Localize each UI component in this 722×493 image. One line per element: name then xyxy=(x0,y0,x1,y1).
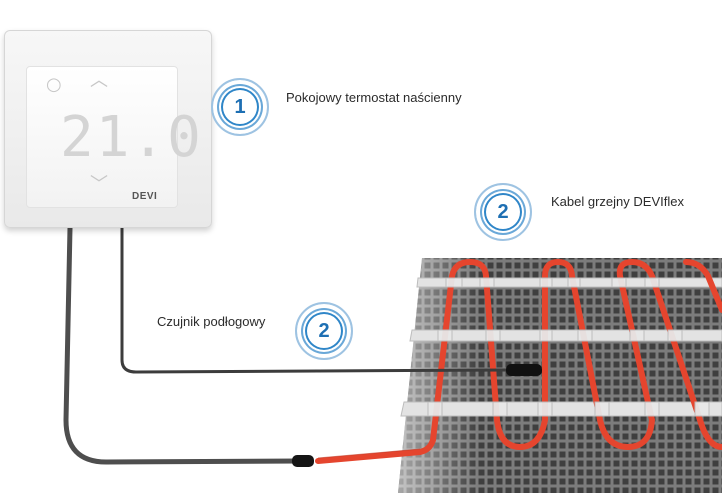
callout-badge-heating-cable: 2 xyxy=(474,183,532,241)
power-icon: ○ xyxy=(46,74,62,95)
heating-cable xyxy=(315,258,722,464)
floor-sensor-label: Czujnik podłogowy xyxy=(157,314,266,329)
floor-sensor xyxy=(506,364,542,376)
thermostat-label: Pokojowy termostat naścienny xyxy=(286,90,462,105)
sensor-wire xyxy=(120,226,510,374)
brand-logo: DEVI xyxy=(132,191,158,202)
chevron-down-icon: ﹀ xyxy=(90,174,108,195)
thermostat-screen xyxy=(26,66,178,208)
temperature-display: 21.0 xyxy=(60,105,203,170)
power-wire xyxy=(63,225,303,465)
callout-badge-thermostat: 1 xyxy=(211,78,269,136)
callout-badge-floor-sensor: 2 xyxy=(295,302,353,360)
heating-cable-label: Kabel grzejny DEVIflex xyxy=(551,194,684,209)
chevron-up-icon: ︿ xyxy=(90,70,108,91)
cable-joint xyxy=(292,455,314,467)
